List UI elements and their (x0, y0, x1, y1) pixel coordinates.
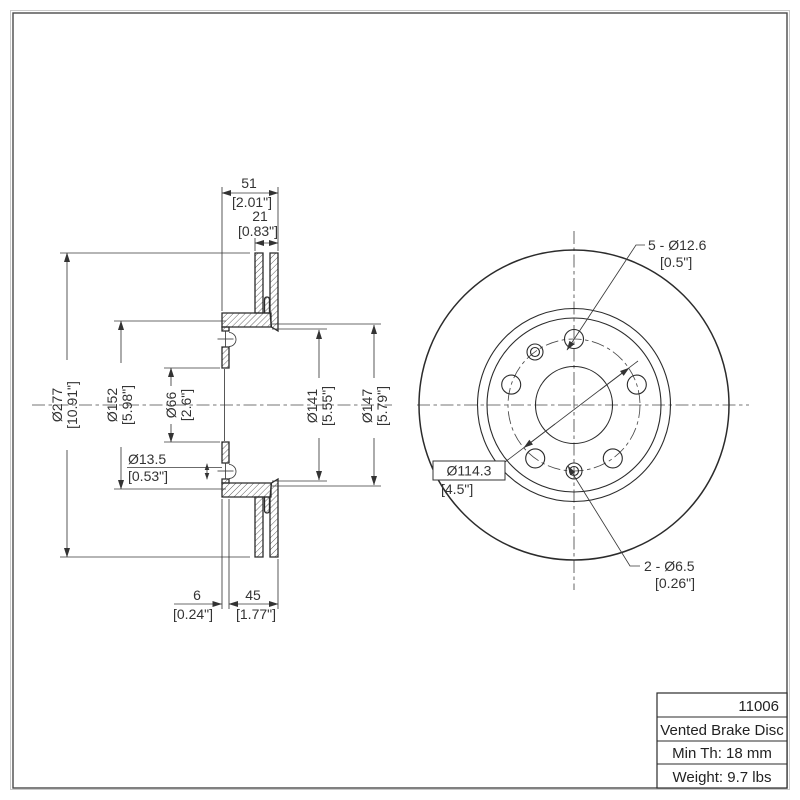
dim-hat-wall-thickness-mm: 6 (193, 587, 201, 603)
weight: Weight: 9.7 lbs (673, 769, 772, 786)
disc-outer-circle (418, 249, 730, 561)
dim-lug-holes-mm: 5 - Ø12.6 (648, 237, 707, 253)
dim-vane-inner-diameter-mm: Ø141 (304, 389, 320, 423)
vent-vane-top (263, 296, 271, 314)
dim-plate-inner-diameter-in: [5.79"] (374, 386, 390, 426)
hat-wall-seg2 (221, 346, 230, 369)
rotor-plate-inboard-bottom (254, 496, 264, 558)
min-thickness: Min Th: 18 mm (672, 745, 772, 762)
dim-mounting-hole-in: [0.53"] (128, 468, 168, 484)
hat-flange-bottom (221, 482, 272, 498)
dim-bolt-circle-mm: Ø114.3 (447, 463, 492, 479)
dim-bolt-circle-in: [4.5"] (441, 481, 473, 497)
part-number: 11006 (738, 698, 779, 715)
dim-center-bore-mm: Ø66 (163, 392, 179, 419)
lug-hole (525, 448, 546, 469)
dim-lug-holes-in: [0.5"] (660, 254, 692, 270)
center-bore-circle (534, 365, 614, 445)
mount-hole-far-edge-top (228, 332, 237, 347)
part-name: Vented Brake Disc (660, 722, 784, 739)
section-view (32, 252, 392, 558)
dim-overall-width-mm: 51 (241, 175, 257, 191)
dim-rotor-thickness-in: [0.83"] (238, 223, 278, 239)
hat-outer-circle (486, 317, 662, 493)
set-screw-hole-inner (529, 346, 541, 358)
dim-center-bore-in: [2.6"] (178, 389, 194, 421)
dim-rotor-thickness-mm: 21 (252, 208, 268, 224)
rotor-plate-outboard-bottom (269, 477, 279, 558)
dim-set-screw-holes-in: [0.26"] (655, 575, 695, 591)
hat-flange-top (221, 312, 272, 328)
dim-vane-inner-diameter-in: [5.55"] (319, 386, 335, 426)
sheet-frame-inner (12, 12, 788, 789)
dim-hat-wall-thickness-in: [0.24"] (173, 606, 213, 622)
set-screw-hole-outer (526, 343, 544, 361)
dim-outer-diameter-mm: Ø277 (49, 388, 65, 422)
section-dimensions: 51 [2.01"] 21 [0.83"] Ø277 [10.91"] Ø152… (49, 175, 390, 622)
set-screw-hole-outer (565, 462, 583, 480)
title-block: 11006 Vented Brake Disc Min Th: 18 mm We… (656, 692, 788, 789)
rotor-plate-inboard-top (254, 252, 264, 314)
dim-mounting-hole-mm: Ø13.5 (128, 451, 166, 467)
dim-hat-diameter-mm: Ø152 (104, 388, 120, 422)
dim-hat-diameter-in: [5.98"] (119, 385, 135, 425)
dim-hat-depth-in: [1.77"] (236, 606, 276, 622)
dim-hat-depth-mm: 45 (245, 587, 261, 603)
lug-hole (626, 374, 647, 395)
bolt-circle-dim-box (432, 460, 506, 481)
hat-wall-seg1 (221, 326, 230, 332)
hat-wall-seg3 (221, 441, 230, 464)
dim-outer-diameter-in: [10.91"] (64, 381, 80, 429)
front-view-callouts: 5 - Ø12.6 [0.5"] Ø114.3 [4.5"] 2 - Ø6.5 … (432, 237, 707, 591)
front-view (417, 231, 749, 590)
mount-hole-far-edge-bottom (228, 464, 237, 479)
lug-hole (501, 374, 522, 395)
sheet-frame-outer (10, 10, 790, 790)
friction-band-inner-circle (476, 307, 672, 503)
dim-overall-width-in: [2.01"] (232, 194, 272, 210)
dim-set-screw-holes-mm: 2 - Ø6.5 (644, 558, 695, 574)
vent-vane-bottom (263, 496, 271, 514)
lug-hole (602, 448, 623, 469)
dim-plate-inner-diameter-mm: Ø147 (359, 389, 375, 423)
